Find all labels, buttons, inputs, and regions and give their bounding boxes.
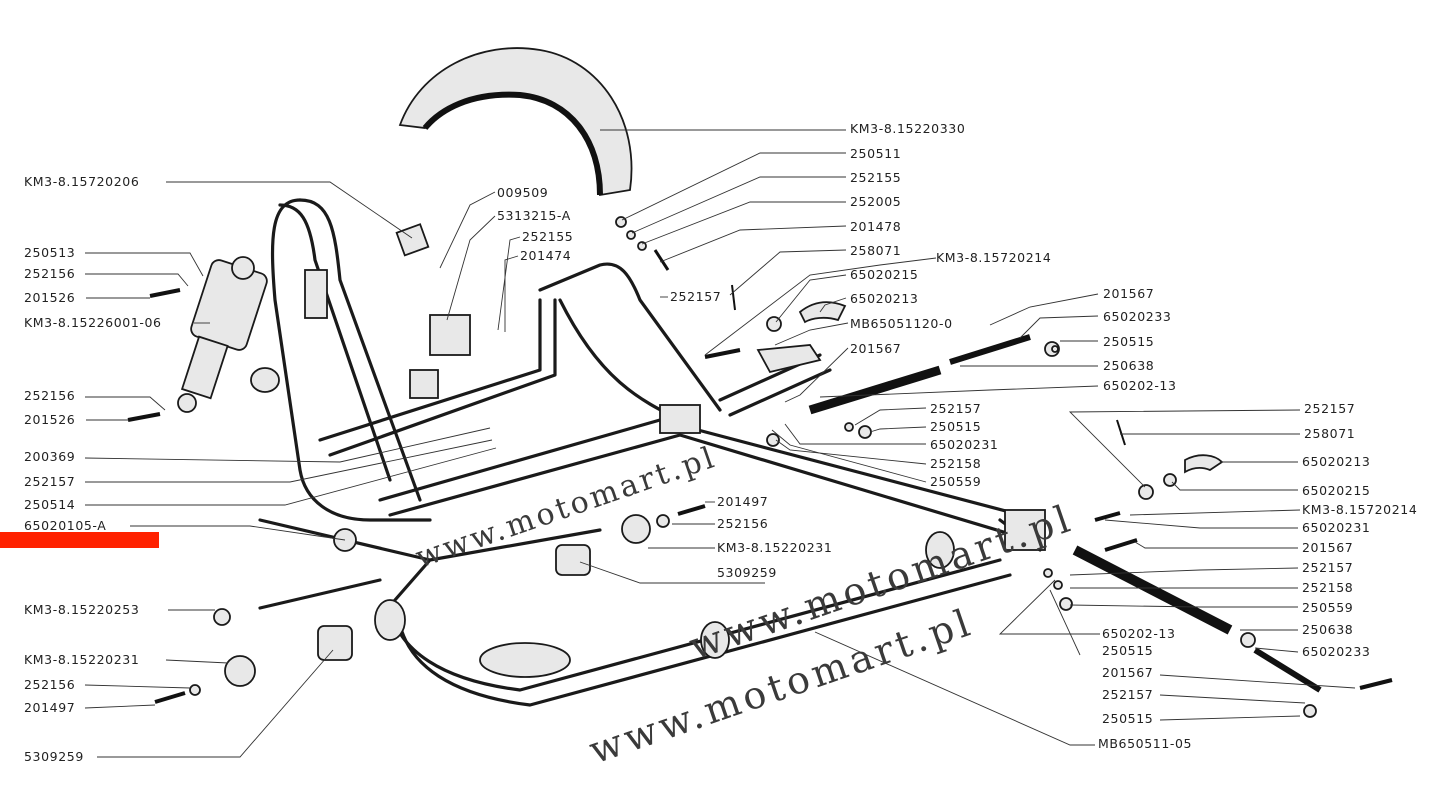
part-label: 250638: [1103, 358, 1154, 373]
labels-lower-right: 252157 258071 65020213 65020215 KM3-8.15…: [1098, 401, 1417, 751]
part-label: 252155: [850, 170, 901, 185]
part-label: 65020233: [1302, 644, 1370, 659]
part-label: 201567: [1102, 665, 1153, 680]
part-label: 252157: [1302, 560, 1353, 575]
part-label: 250511: [850, 146, 901, 161]
part-label: MB65051120-0: [850, 316, 953, 331]
part-label: 250515: [1102, 643, 1153, 658]
part-label: 252157: [1102, 687, 1153, 702]
labels-left: KM3-8.15720206 250513 252156 201526 KM3-…: [24, 174, 162, 764]
part-label: 252005: [850, 194, 901, 209]
part-label: 5313215-A: [497, 208, 571, 223]
part-label: 250638: [1302, 622, 1353, 637]
part-label: 5309259: [24, 749, 84, 764]
part-label: 65020231: [1302, 520, 1370, 535]
part-label: 250515: [1103, 334, 1154, 349]
part-label: 252157: [930, 401, 981, 416]
red-marker-bar: [0, 532, 159, 548]
part-label: 65020215: [850, 267, 918, 282]
part-label: 252158: [1302, 580, 1353, 595]
frame-drawing: [250, 198, 1046, 707]
part-label: KM3-8.15720206: [24, 174, 139, 189]
part-label: KM3-8.15220330: [850, 121, 965, 136]
part-label: 250515: [930, 419, 981, 434]
part-label: 009509: [497, 185, 548, 200]
part-label: 201567: [1103, 286, 1154, 301]
part-label: 252157: [670, 289, 721, 304]
part-label: 258071: [1304, 426, 1355, 441]
part-label: 65020213: [850, 291, 918, 306]
part-label: 650202-13: [1102, 626, 1176, 641]
labels-upper-right: KM3-8.15220330 250511 252155 252005 2014…: [850, 121, 1177, 489]
watermarks: www.motomart.pl www.motomart.pl www.moto…: [411, 440, 1079, 773]
fender-drawing: [398, 47, 633, 197]
part-label: 201567: [850, 341, 901, 356]
part-label: MB650511-05: [1098, 736, 1192, 751]
part-label: 252157: [1304, 401, 1355, 416]
part-label: 250559: [1302, 600, 1353, 615]
shock-absorber-drawing: [177, 256, 268, 413]
part-label: KM3-8.15220231: [717, 540, 832, 555]
labels-center: 009509 5313215-A 252155 201474 252157 20…: [497, 185, 832, 580]
part-label: 250559: [930, 474, 981, 489]
part-label: 252156: [717, 516, 768, 531]
part-label: 201478: [850, 219, 901, 234]
part-label: KM3-8.15720214: [936, 250, 1051, 265]
part-label: 65020233: [1103, 309, 1171, 324]
part-label: 201474: [520, 248, 571, 263]
part-label: 65020215: [1302, 483, 1370, 498]
small-parts-drawing: [127, 216, 1393, 718]
part-label: 650202-13: [1103, 378, 1177, 393]
part-label: 252157: [24, 474, 75, 489]
part-label: 252158: [930, 456, 981, 471]
part-label: KM3-8.15220253: [24, 602, 139, 617]
part-label: 65020105-A: [24, 518, 106, 533]
part-label: 201526: [24, 290, 75, 305]
part-label: 201567: [1302, 540, 1353, 555]
part-label: 250514: [24, 497, 75, 512]
part-label: 252156: [24, 266, 75, 281]
part-label: KM3-8.15220231: [24, 652, 139, 667]
part-label: 252156: [24, 388, 75, 403]
leader-lines: [84, 129, 1356, 758]
part-label: 258071: [850, 243, 901, 258]
part-label: 252155: [522, 229, 573, 244]
part-label: KM3-8.15720214: [1302, 502, 1417, 517]
part-label: 201526: [24, 412, 75, 427]
part-label: 201497: [24, 700, 75, 715]
part-label: 200369: [24, 449, 75, 464]
part-label: 5309259: [717, 565, 777, 580]
part-label: 201497: [717, 494, 768, 509]
part-label: 65020213: [1302, 454, 1370, 469]
part-label: 250513: [24, 245, 75, 260]
part-label: 65020231: [930, 437, 998, 452]
part-label: 252156: [24, 677, 75, 692]
part-label: 250515: [1102, 711, 1153, 726]
part-label: KM3-8.15226001-06: [24, 315, 162, 330]
